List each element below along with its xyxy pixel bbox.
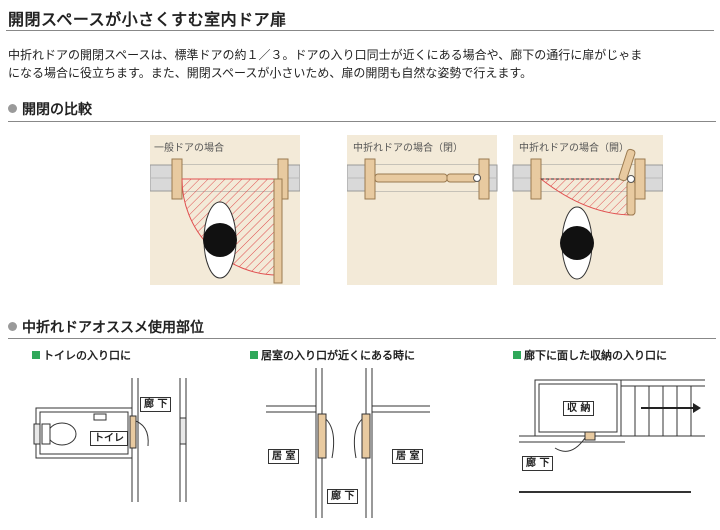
label-corridor-3: 廊 下 <box>522 456 554 471</box>
standard-door-diagram <box>150 158 300 284</box>
usage-case-toilet: トイレの入り口に <box>32 347 131 363</box>
intro-line-1: 中折れドアの開閉スペースは、標準ドアの約１／３。ドアの入り口同士が近くにある場合… <box>8 48 643 62</box>
intro-paragraph: 中折れドアの開閉スペースは、標準ドアの約１／３。ドアの入り口同士が近くにある場合… <box>8 46 718 82</box>
panel-standard-door: 一般ドアの場合 <box>150 135 300 285</box>
green-square-icon <box>250 351 258 359</box>
label-room-right: 居 室 <box>392 449 424 464</box>
rooms-floorplan <box>266 368 430 518</box>
panel-folding-door: 中折れドアの場合（閉） 中折れドアの場合（開） <box>347 135 663 285</box>
title-divider <box>6 30 714 31</box>
usage-case-storage: 廊下に面した収納の入り口に <box>513 347 667 363</box>
intro-line-2: になる場合に役立ちます。また、開閉スペースが小さいため、扉の開閉も自然な姿勢で行… <box>8 66 533 80</box>
label-corridor-1: 廊 下 <box>140 397 172 412</box>
label-storage: 収 納 <box>563 401 595 416</box>
panel-label-standard: 一般ドアの場合 <box>154 143 224 154</box>
storage-floorplan <box>519 379 705 493</box>
bullet-icon <box>8 322 17 331</box>
comparison-heading: 開閉の比較 <box>8 99 92 119</box>
label-room-left: 居 室 <box>268 449 300 464</box>
panel-label-folding-closed: 中折れドアの場合（閉） <box>353 143 463 154</box>
usage-heading: 中折れドアオススメ使用部位 <box>8 317 204 337</box>
usage-divider <box>8 338 716 339</box>
bullet-icon <box>8 104 17 113</box>
usage-case-rooms: 居室の入り口が近くにある時に <box>250 347 415 363</box>
panel-label-folding-open: 中折れドアの場合（開） <box>519 143 629 154</box>
folding-door-diagram <box>347 135 663 285</box>
label-toilet: トイレ <box>90 431 128 446</box>
toilet-floorplan <box>33 378 187 502</box>
comparison-divider <box>8 121 716 122</box>
green-square-icon <box>513 351 521 359</box>
green-square-icon <box>32 351 40 359</box>
label-corridor-2: 廊 下 <box>327 489 359 504</box>
page-title: 開閉スペースが小さくすむ室内ドア扉 <box>8 10 287 29</box>
